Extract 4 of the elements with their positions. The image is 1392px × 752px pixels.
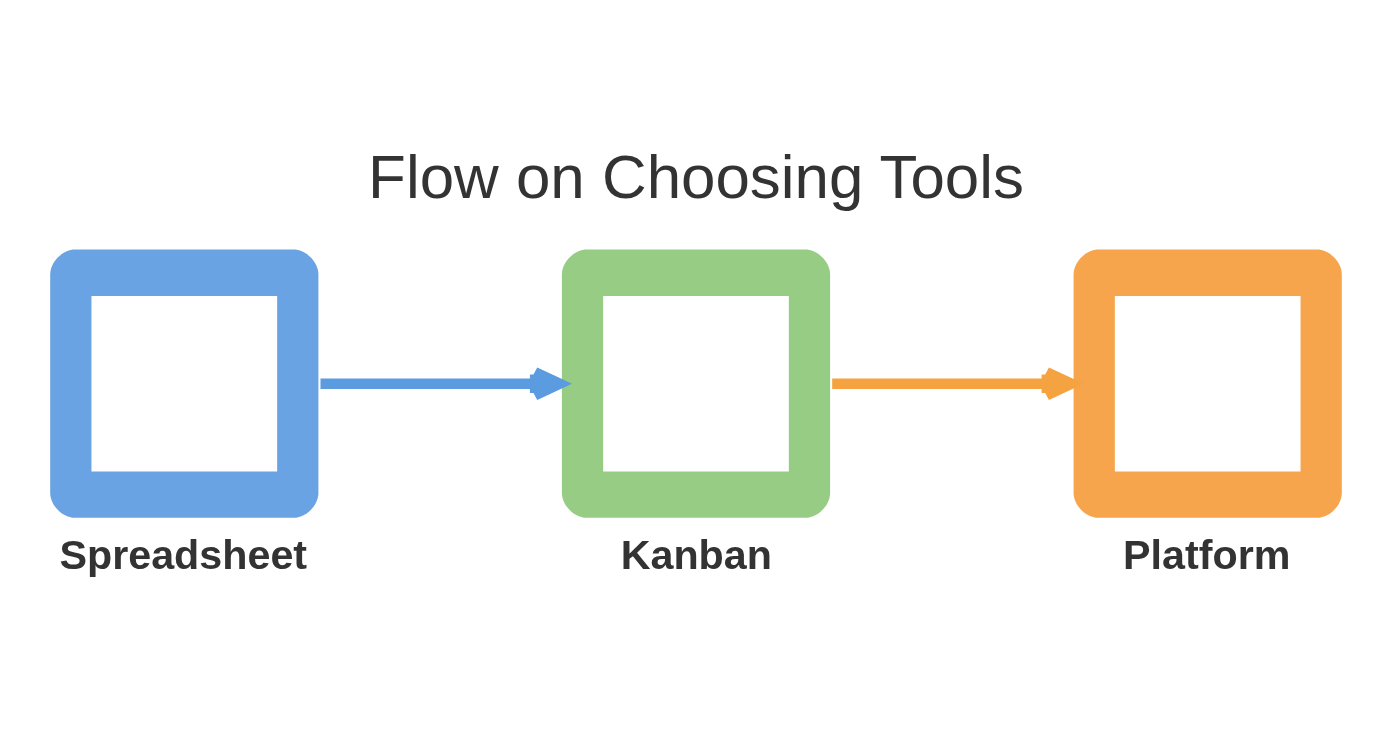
node-label: Kanban xyxy=(620,531,772,578)
node-label: Platform xyxy=(1123,531,1291,578)
node-label: Spreadsheet xyxy=(59,531,308,578)
diagram-title: Flow on Choosing Tools xyxy=(368,141,1024,211)
